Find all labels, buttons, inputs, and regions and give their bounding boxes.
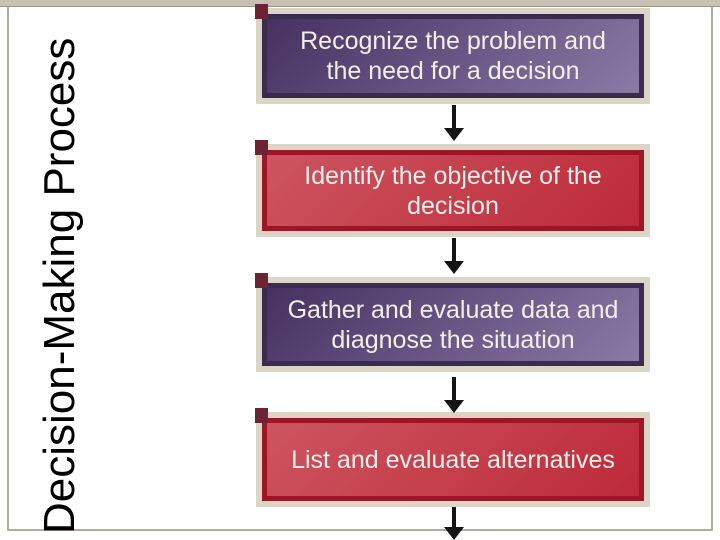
corner-accent-icon — [255, 140, 268, 155]
left-border-line — [7, 7, 9, 531]
flow-step-gather-data: Gather and evaluate data and diagnose th… — [255, 273, 650, 372]
down-arrow-icon — [443, 377, 465, 413]
flow-step-label: Identify the objective of the decision — [304, 161, 602, 220]
arrow-head — [444, 261, 464, 274]
arrow-stem — [452, 507, 456, 527]
arrow-head — [444, 128, 464, 141]
down-arrow-icon — [443, 238, 465, 274]
down-arrow-icon — [443, 507, 465, 540]
arrow-stem — [452, 238, 456, 261]
arrow-stem — [452, 377, 456, 400]
corner-accent-icon — [255, 273, 268, 288]
flow-step-label: Recognize the problem and the need for a… — [300, 27, 606, 85]
right-border-line — [711, 7, 713, 531]
flow-step-label: List and evaluate alternatives — [291, 445, 615, 474]
bottom-border-line — [7, 529, 713, 531]
slide-title: Decision-Making Process — [35, 37, 84, 534]
flow-step-recognize-problem: Recognize the problem and the need for a… — [255, 4, 650, 104]
arrow-head — [444, 527, 464, 540]
corner-accent-icon — [255, 408, 268, 423]
down-arrow-icon — [443, 105, 465, 141]
arrow-stem — [452, 105, 456, 128]
top-border-strip — [0, 0, 720, 7]
arrow-head — [444, 400, 464, 413]
flow-step-identify-objective: Identify the objective of the decision — [255, 140, 650, 237]
flow-step-list-alternatives: List and evaluate alternatives — [255, 408, 650, 507]
corner-accent-icon — [255, 4, 268, 19]
flow-step-label: Gather and evaluate data and diagnose th… — [287, 295, 619, 354]
